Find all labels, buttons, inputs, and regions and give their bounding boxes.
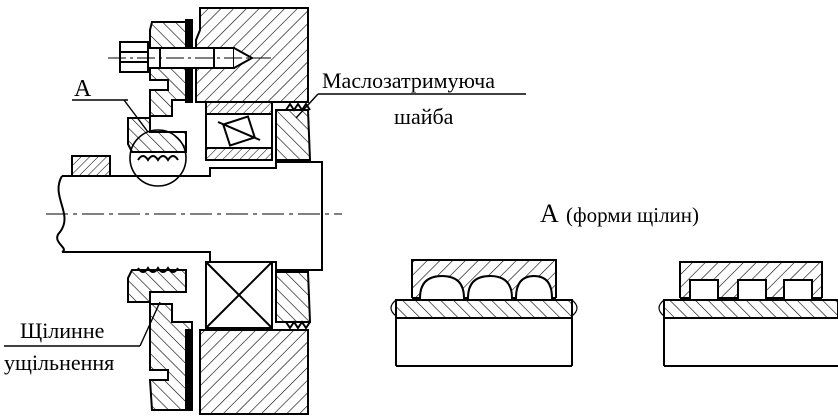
assembly-section [46, 7, 342, 415]
slot-seal-grooves [137, 155, 179, 273]
callout-a-label: А [74, 76, 92, 102]
rolling-bearing [205, 101, 273, 329]
gasket-lower [185, 329, 193, 411]
oil-washer-label-line2: шайба [394, 104, 454, 129]
slot-seal-label-line1: Щілинне [20, 318, 104, 343]
detail-a-letter: А [540, 199, 559, 228]
detail-a-caption: (форми щілин) [566, 203, 699, 227]
shaft-key [71, 155, 111, 177]
detail-a-circle [129, 129, 187, 187]
oil-washer-label-line1: Маслозатримуюча [322, 68, 495, 93]
oil-retaining-washer [275, 102, 312, 330]
detail-view-rectangular [658, 261, 838, 367]
bearing-cover [127, 21, 193, 411]
slot-seal-label-line2: ущільнення [4, 350, 114, 375]
shaft [56, 161, 323, 271]
detail-view-rounded [390, 259, 578, 367]
housing-wall [195, 7, 309, 415]
leader-lines [4, 93, 526, 347]
